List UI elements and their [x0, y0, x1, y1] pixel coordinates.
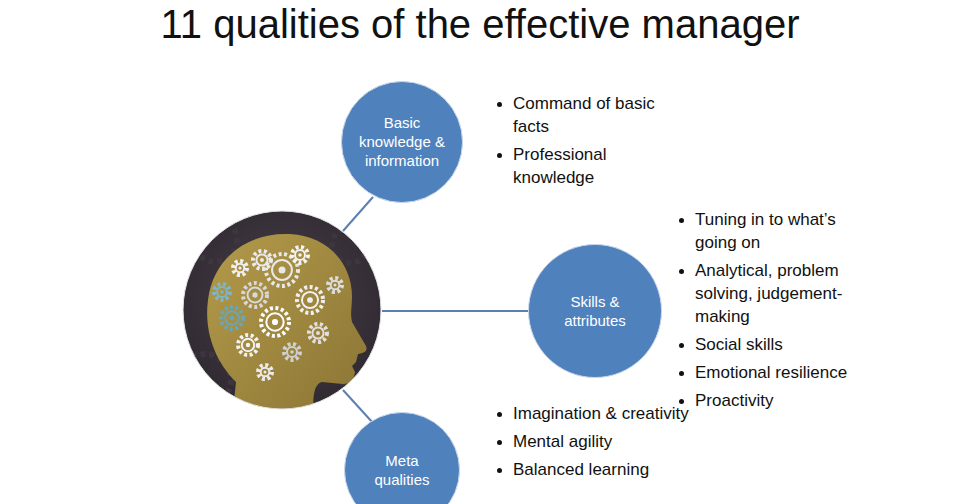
- bullet-dot: [679, 218, 684, 223]
- gear: [253, 251, 271, 269]
- gear: [238, 335, 258, 355]
- bullet-list: Tuning in to what’s going on Analytical, …: [677, 208, 877, 417]
- bullet-item: Mental agility: [495, 430, 695, 453]
- gear: [233, 261, 247, 275]
- head-ring: [183, 211, 381, 409]
- gear: [292, 247, 308, 263]
- category-circle: Meta qualities: [344, 412, 460, 504]
- bullet-list: Imagination & creativityMental agilityBa…: [495, 402, 695, 486]
- gear: [284, 344, 300, 360]
- bullet-item: Proactivity: [677, 389, 877, 412]
- gear: [261, 308, 289, 336]
- bullet-dot: [679, 343, 684, 348]
- gear: [258, 365, 272, 379]
- bullet-item: Analytical, problem solving, judgement-m…: [677, 259, 877, 328]
- gear: [328, 278, 342, 292]
- circle-label: Skills & attributes: [545, 292, 645, 330]
- bullet-item: Command of basic facts: [495, 92, 695, 138]
- bullet-text: Proactivity: [695, 389, 873, 412]
- title: 11 qualities of the effective manager: [0, 2, 960, 47]
- bullet-text: Balanced learning: [513, 458, 691, 481]
- category-circle: Skills & attributes: [528, 244, 662, 378]
- circle-label: Basic knowledge & information: [356, 113, 448, 170]
- bullet-text: Mental agility: [513, 430, 691, 453]
- bullet-list: Command of basic factsProfessional knowl…: [495, 92, 695, 194]
- gear: [309, 324, 327, 342]
- bullet-dot: [497, 468, 502, 473]
- gear: [221, 307, 243, 329]
- bullet-dot: [497, 153, 502, 158]
- bullet-dot: [679, 269, 684, 274]
- bullet-dot: [679, 371, 684, 376]
- bullet-text: Analytical, problem solving, judgement-m…: [695, 259, 873, 328]
- bullet-item: Professional knowledge: [495, 143, 695, 189]
- bullet-text: Emotional resilience: [695, 361, 873, 384]
- bullet-dot: [497, 440, 502, 445]
- bullet-dot: [497, 102, 502, 107]
- bullet-text: Tuning in to what’s going on: [695, 208, 873, 254]
- bullet-text: Social skills: [695, 333, 873, 356]
- gear: [297, 287, 323, 313]
- gear: [243, 283, 267, 307]
- gears: [214, 247, 342, 379]
- bullet-item: Balanced learning: [495, 458, 695, 481]
- category-circle: Basic knowledge & information: [341, 81, 463, 203]
- bullet-item: Emotional resilience: [677, 361, 877, 384]
- bullet-dot: [497, 412, 502, 417]
- bullet-dot: [679, 399, 684, 404]
- bullet-item: Imagination & creativity: [495, 402, 695, 425]
- gear: [214, 284, 230, 300]
- bullet-text: Command of basic facts: [513, 92, 691, 138]
- bullet-text: Imagination & creativity: [513, 402, 691, 425]
- head-silhouette: [207, 234, 366, 420]
- bullet-item: Tuning in to what’s going on: [677, 208, 877, 254]
- gear: [266, 254, 298, 286]
- circle-label: Meta qualities: [361, 451, 443, 489]
- bullet-text: Professional knowledge: [513, 143, 691, 189]
- bullet-item: Social skills: [677, 333, 877, 356]
